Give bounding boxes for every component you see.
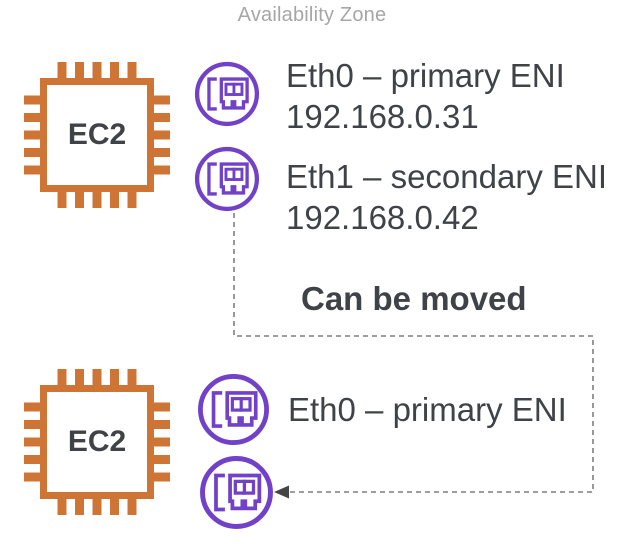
- network-interface-icon: [197, 373, 270, 446]
- availability-zone-label: Availability Zone: [237, 4, 387, 26]
- ec2-instance-bottom: EC2: [22, 367, 172, 517]
- ec2-chip-icon: [24, 369, 170, 515]
- arrowhead-icon: [274, 485, 289, 499]
- ec2-label: EC2: [67, 425, 127, 458]
- eni-label-bottom-1: Eth0 – primary ENI: [288, 389, 567, 430]
- eni-ip: 192.168.0.31: [286, 98, 479, 135]
- chip-pins: [24, 62, 170, 208]
- ec2-instance-top: EC2: [22, 60, 172, 210]
- can-be-moved-label: Can be moved: [301, 280, 527, 317]
- move-path: [233, 213, 594, 493]
- eni-name: Eth0 – primary ENI: [286, 57, 565, 94]
- eni-name: Eth1 – secondary ENI: [286, 158, 608, 195]
- eni-ip: 192.168.0.42: [286, 199, 479, 236]
- eni-name: Eth0 – primary ENI: [288, 391, 567, 428]
- ec2-label: EC2: [67, 118, 127, 151]
- chip-pins: [24, 369, 170, 515]
- network-interface-icon: [199, 455, 274, 530]
- network-interface-icon: [194, 146, 260, 212]
- eni-label-top-1: Eth0 – primary ENI 192.168.0.31: [286, 55, 565, 137]
- network-interface-icon: [194, 61, 260, 127]
- eni-label-top-2: Eth1 – secondary ENI 192.168.0.42: [286, 156, 607, 238]
- ec2-chip-icon: [24, 62, 170, 208]
